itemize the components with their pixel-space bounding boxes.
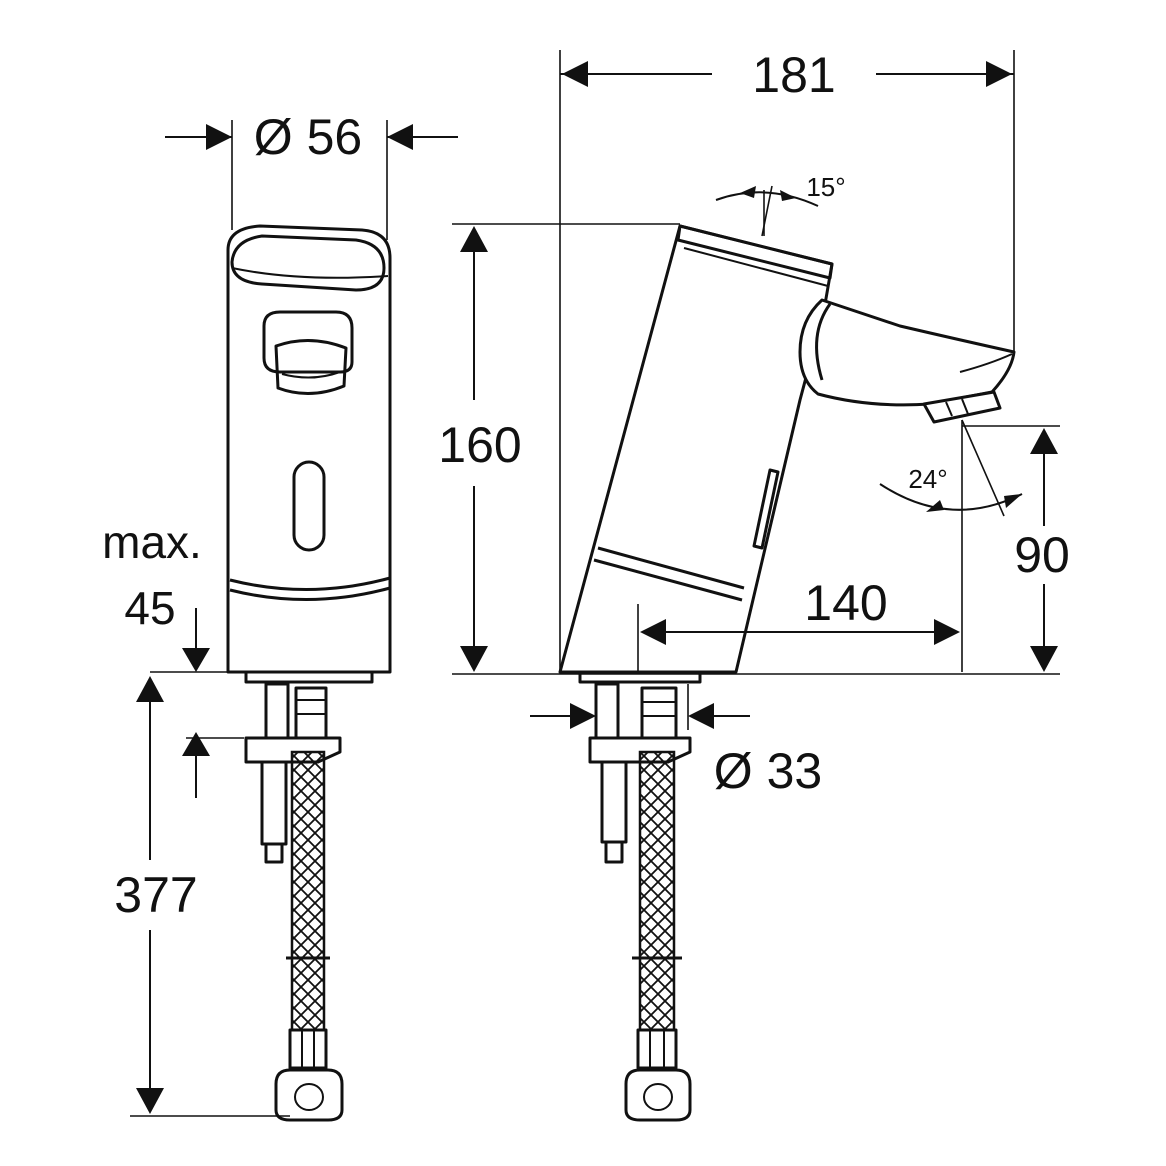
spout-height-arrow-bottom	[1030, 646, 1058, 672]
aerator-line-2	[961, 398, 969, 415]
side-cap-edge	[683, 247, 829, 287]
hose-length-arrow-top	[136, 676, 164, 702]
front-rod-tip	[264, 842, 284, 864]
side-mounting-rod	[600, 760, 628, 844]
front-outlet-ring	[281, 371, 341, 379]
top-angle-arrow-right	[780, 190, 796, 201]
depth-arrow-right	[986, 61, 1012, 87]
bottom-angle-arc	[879, 483, 1023, 511]
height-arrow-bottom	[460, 646, 488, 672]
side-hose-sleeve	[636, 1028, 678, 1070]
side-sensor-slot	[752, 468, 780, 550]
hose-length-label: 377	[114, 867, 197, 923]
reach-label: 140	[804, 575, 887, 631]
front-spout-head	[262, 310, 354, 374]
side-rod-tip	[604, 840, 624, 864]
side-hose-end-nut	[624, 1068, 692, 1122]
spout-tip-edge	[959, 353, 1013, 373]
front-cap-lower-edge	[231, 267, 389, 279]
front-width-label: Ø 56	[254, 109, 362, 165]
side-view	[452, 50, 1060, 1122]
spout-collar-curve	[815, 303, 832, 381]
bottom-angle-label: 24°	[908, 464, 947, 494]
front-spout-outlet	[274, 338, 348, 396]
front-mounting-rod	[260, 760, 288, 846]
side-end-nut-hex	[643, 1083, 673, 1111]
bottom-angle-arrow-left	[926, 500, 944, 512]
height-arrow-top	[460, 226, 488, 252]
front-width-arrow-left	[206, 124, 232, 150]
front-base-plate	[244, 672, 374, 684]
hose-length-arrow-bottom	[136, 1088, 164, 1114]
front-faucet-body	[226, 224, 392, 674]
front-width-arrow-right	[387, 124, 413, 150]
front-threaded-stud	[264, 682, 290, 746]
base-diameter-arrow-right	[688, 703, 714, 729]
front-top-cap	[230, 234, 386, 292]
base-diameter-label: Ø 33	[714, 743, 822, 799]
bracket-offset-arrow	[182, 732, 210, 756]
front-band-bottom	[229, 586, 391, 602]
depth-arrow-left	[562, 61, 588, 87]
top-angle-arrow-left	[740, 186, 756, 198]
front-band-top	[229, 576, 391, 592]
side-threaded-stud	[594, 682, 620, 742]
front-hose-end-nut	[274, 1068, 344, 1122]
sensor-window	[292, 460, 326, 552]
top-angle-arc	[715, 191, 819, 207]
side-base-plate	[578, 672, 702, 684]
side-hose-nut-top	[640, 686, 678, 742]
top-angle-inclined	[761, 185, 773, 237]
reach-arrow-left	[640, 619, 666, 645]
spout-height-label: 90	[1014, 527, 1070, 583]
front-braided-hose	[290, 750, 326, 1064]
top-angle-label: 15°	[806, 172, 845, 202]
bottom-angle-arrow-right	[1004, 494, 1022, 508]
max-45-arrow	[182, 648, 210, 672]
side-braided-hose	[638, 750, 676, 1064]
reach-arrow-right	[934, 619, 960, 645]
max-value-label: 45	[124, 582, 175, 634]
front-end-nut-hex	[294, 1083, 324, 1111]
height-label: 160	[438, 417, 521, 473]
aerator-line-1	[945, 401, 953, 417]
bottom-angle-inclined	[961, 419, 1005, 517]
side-top-cap	[676, 224, 834, 280]
spout-arm	[798, 298, 1016, 407]
spout-height-arrow-top	[1030, 428, 1058, 454]
side-faucet-body	[558, 224, 834, 674]
front-view	[130, 120, 458, 1122]
front-hose-sleeve	[288, 1028, 328, 1070]
spout-aerator	[922, 390, 1002, 424]
base-diameter-arrow-left	[570, 703, 596, 729]
side-band-bottom	[593, 558, 743, 602]
max-label: max.	[102, 516, 202, 568]
side-band-top	[597, 546, 745, 590]
depth-label: 181	[752, 47, 835, 103]
